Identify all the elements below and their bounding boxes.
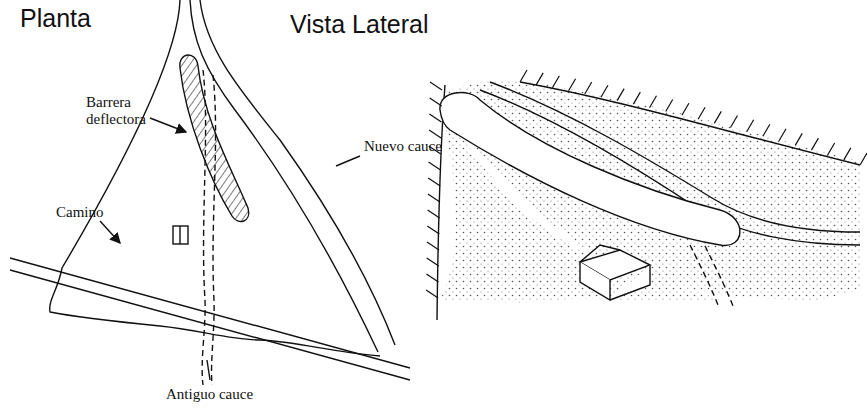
hachure <box>429 114 441 122</box>
hachure <box>427 258 439 266</box>
hachure <box>552 76 559 88</box>
plan-view <box>10 0 410 385</box>
hachure <box>779 129 786 141</box>
hachure <box>860 153 867 165</box>
hachure <box>747 120 754 132</box>
hachure <box>617 89 624 101</box>
hachure <box>569 79 576 91</box>
hachure <box>585 82 592 94</box>
hachure <box>844 148 851 160</box>
hachure <box>714 111 721 123</box>
hachure <box>601 85 608 97</box>
side-view <box>426 70 867 320</box>
view-title: Vista Lateral <box>290 10 429 39</box>
hachure <box>633 92 640 104</box>
part-label: Barrera deflectora <box>86 94 164 129</box>
hachure <box>795 133 802 145</box>
hachure <box>428 194 440 202</box>
hachure <box>682 103 689 115</box>
hachure <box>427 242 439 250</box>
part-label: Nuevo cauce <box>364 138 442 155</box>
hachure <box>426 274 438 282</box>
hachure <box>666 99 673 111</box>
part-label: Antiguo cauce <box>166 386 253 403</box>
hachure <box>428 178 440 186</box>
hachure <box>650 96 657 108</box>
view-title: Planta <box>20 4 91 33</box>
hachure <box>730 116 737 128</box>
hachure <box>428 210 440 218</box>
hachure <box>429 162 441 170</box>
hachure <box>828 143 835 155</box>
hachure <box>698 107 705 119</box>
hachure <box>811 138 818 150</box>
hachure <box>426 290 438 298</box>
hachure <box>430 98 442 106</box>
hachure <box>429 130 441 138</box>
part-label: Camino <box>56 204 104 221</box>
hachure <box>427 226 439 234</box>
hachure <box>430 82 442 90</box>
hachure <box>536 73 543 85</box>
hachure <box>763 124 770 136</box>
hachure <box>520 70 527 82</box>
